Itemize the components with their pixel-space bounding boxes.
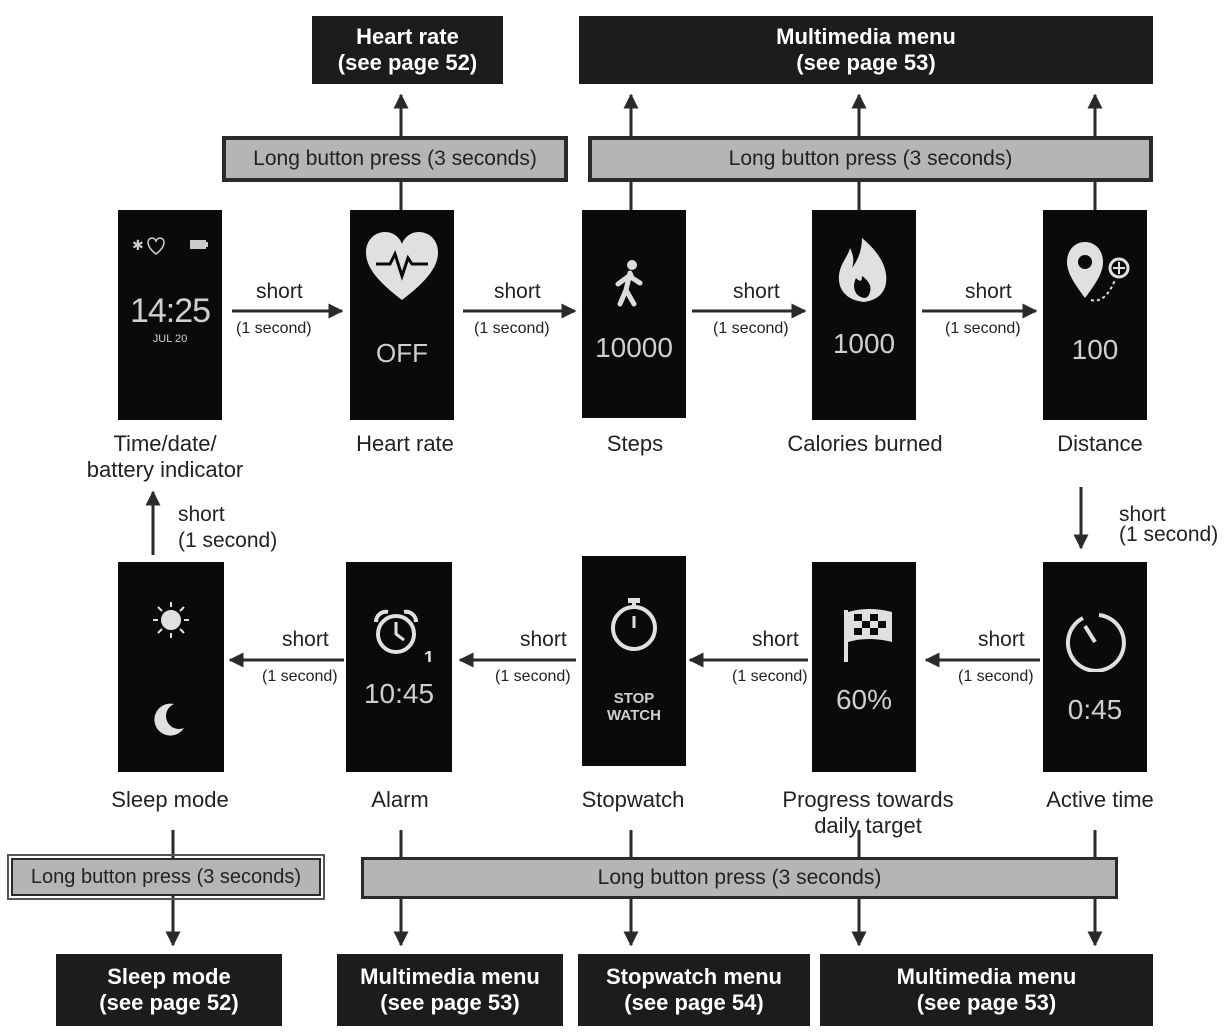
caption-steps: Steps — [606, 431, 664, 456]
checkered-flag-icon — [844, 609, 892, 662]
duration-label: (1 second) — [178, 529, 278, 552]
short-label: short — [733, 280, 780, 303]
sleep-mode-destination: Sleep mode (see page 52) — [56, 954, 282, 1026]
short-label: short — [282, 628, 329, 651]
short-label: short — [494, 280, 541, 303]
dest-line2: (see page 53) — [916, 990, 1057, 1015]
stopwatch-label-line1: STOP — [613, 690, 655, 707]
flame-icon — [838, 238, 887, 302]
heart-rate-destination: Heart rate (see page 52) — [312, 16, 503, 84]
long-press-bar-top-left: Long button press (3 seconds) — [222, 136, 568, 182]
screen-distance: 100 — [1043, 210, 1147, 420]
moon-icon — [154, 703, 184, 736]
stopwatch-label-line2: WATCH — [607, 707, 661, 724]
duration-label: (1 second) — [495, 668, 571, 685]
dest-line1: Sleep mode — [107, 964, 231, 989]
caption-calories: Calories burned — [787, 431, 943, 456]
dest-line2: (see page 52) — [337, 50, 478, 75]
dest-line1: Multimedia menu — [896, 964, 1077, 989]
caption-distance: Distance — [1057, 431, 1143, 456]
heart-small-icon — [147, 237, 165, 255]
duration-label: (1 second) — [958, 668, 1034, 685]
status-icons: ✱ — [132, 237, 208, 255]
caption-active-time: Active time — [1046, 787, 1154, 812]
active-time-display: 0:45 — [1067, 694, 1123, 725]
caption-sleep-mode: Sleep mode — [111, 787, 229, 812]
dest-line2: (see page 52) — [99, 990, 239, 1015]
long-press-bar-top-right: Long button press (3 seconds) — [588, 136, 1153, 182]
long-press-bar-bottom-right: Long button press (3 seconds) — [361, 857, 1118, 899]
location-pin-icon — [1067, 242, 1130, 302]
sun-icon — [153, 602, 189, 638]
caption-line2: daily target — [814, 813, 922, 838]
multimedia-destination-alarm: Multimedia menu (see page 53) — [337, 954, 563, 1026]
dest-line1: Multimedia menu — [360, 964, 540, 989]
caption-alarm: Alarm — [371, 787, 429, 812]
caption-line2: battery indicator — [86, 457, 244, 482]
short-label: short — [520, 628, 567, 651]
dest-line2: (see page 53) — [796, 50, 936, 75]
duration-label: (1 second) — [474, 320, 550, 337]
calories-display: 1000 — [832, 328, 896, 359]
bluetooth-icon: ✱ — [132, 238, 144, 254]
walking-person-icon — [615, 260, 643, 307]
caption-line1: Progress towards — [782, 787, 954, 812]
screen-time-date: ✱ 14:25 JUL 20 — [118, 210, 222, 420]
short-label: short — [752, 628, 799, 651]
duration-label: (1 second) — [713, 320, 789, 337]
caption-line1: Time/date/ — [113, 431, 217, 456]
battery-icon — [190, 240, 206, 249]
screen-sleep-mode — [118, 562, 224, 772]
date-display: JUL 20 — [152, 333, 188, 345]
screen-stopwatch: STOP WATCH — [582, 556, 686, 766]
screen-progress: 60% — [812, 562, 916, 772]
short-label: short — [965, 280, 1012, 303]
alarm-count-badge: 1 — [424, 648, 434, 662]
caption-time-date: Time/date/ battery indicator — [60, 431, 270, 483]
caption-stopwatch: Stopwatch — [581, 787, 685, 812]
screen-alarm: 1 10:45 — [346, 562, 452, 772]
long-press-bar-bottom-left: Long button press (3 seconds) — [7, 854, 325, 900]
duration-label: (1 second) — [1119, 523, 1219, 546]
screen-active-time: 0:45 — [1043, 562, 1147, 772]
alarm-time-display: 10:45 — [363, 678, 435, 709]
distance-display: 100 — [1071, 334, 1119, 365]
screen-steps: 10000 — [582, 210, 686, 418]
timer-icon — [1065, 613, 1126, 672]
dest-line1: Stopwatch menu — [605, 964, 782, 989]
dest-line2: (see page 53) — [380, 990, 520, 1015]
multimedia-destination-right: Multimedia menu (see page 53) — [820, 954, 1153, 1026]
progress-display: 60% — [835, 684, 893, 715]
heart-icon — [366, 232, 438, 300]
short-label: short — [978, 628, 1025, 651]
screen-calories: 1000 — [812, 210, 916, 420]
time-display: 14:25 — [129, 292, 211, 330]
duration-label: (1 second) — [262, 668, 338, 685]
screen-heart-rate: OFF — [350, 210, 454, 420]
dest-line1: Heart rate — [356, 24, 459, 49]
duration-label: (1 second) — [732, 668, 808, 685]
dest-line2: (see page 54) — [624, 990, 764, 1015]
short-label: short — [1119, 503, 1166, 526]
caption-heart-rate: Heart rate — [356, 431, 454, 456]
short-label: short — [256, 280, 303, 303]
sun-moon-icons — [153, 602, 189, 736]
multimedia-destination-top: Multimedia menu (see page 53) — [579, 16, 1153, 84]
short-label: short — [178, 503, 225, 526]
stopwatch-icon — [611, 598, 657, 651]
duration-label: (1 second) — [236, 320, 312, 337]
steps-display: 10000 — [595, 332, 673, 363]
stopwatch-destination: Stopwatch menu (see page 54) — [578, 954, 810, 1026]
alarm-clock-icon: 1 — [374, 609, 434, 662]
heart-rate-display: OFF — [376, 338, 428, 368]
caption-progress: Progress towards daily target — [760, 787, 976, 839]
duration-label: (1 second) — [945, 320, 1021, 337]
dest-line1: Multimedia menu — [776, 24, 956, 49]
